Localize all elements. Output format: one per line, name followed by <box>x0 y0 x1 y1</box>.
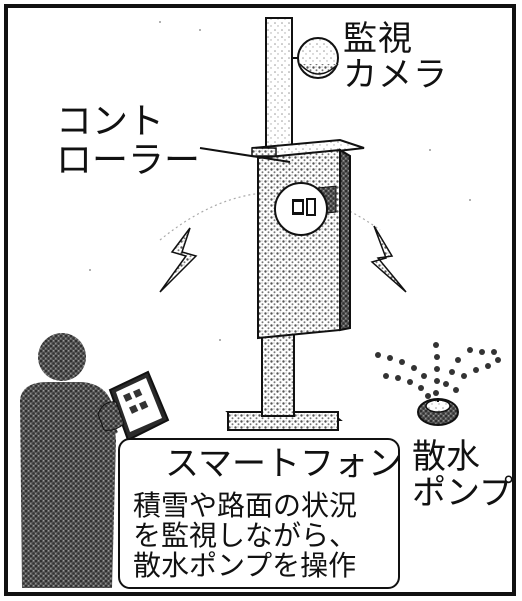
water-spray <box>375 342 501 399</box>
controller-label: ローラー <box>56 140 201 181</box>
smartphone-icon <box>97 370 170 442</box>
print-noise <box>89 21 471 341</box>
signal-bolt-left <box>159 227 198 293</box>
signal-bolt-right <box>370 225 407 293</box>
pole <box>265 17 293 149</box>
controller-box <box>251 138 365 340</box>
caption-box <box>118 438 400 589</box>
caption-line: を監視しながら、 <box>133 519 358 552</box>
controller-leader-line <box>199 147 291 163</box>
controller-device <box>274 182 328 236</box>
pump-icon <box>417 398 459 426</box>
caption-title: スマートフォン <box>165 444 402 484</box>
camera-icon <box>292 37 339 79</box>
caption-line: 積雪や路面の状況 <box>133 489 358 522</box>
camera-label: 監視 <box>343 19 413 59</box>
camera-label: カメラ <box>343 55 448 95</box>
pump-label: ポンプ <box>412 473 513 513</box>
person-icon <box>20 333 118 588</box>
pump-label: 散水 <box>412 437 480 477</box>
controller-label: コント <box>56 101 165 142</box>
caption-line: 散水ポンプを操作 <box>133 549 357 582</box>
pole-base <box>225 329 343 431</box>
frame-border <box>4 4 516 596</box>
